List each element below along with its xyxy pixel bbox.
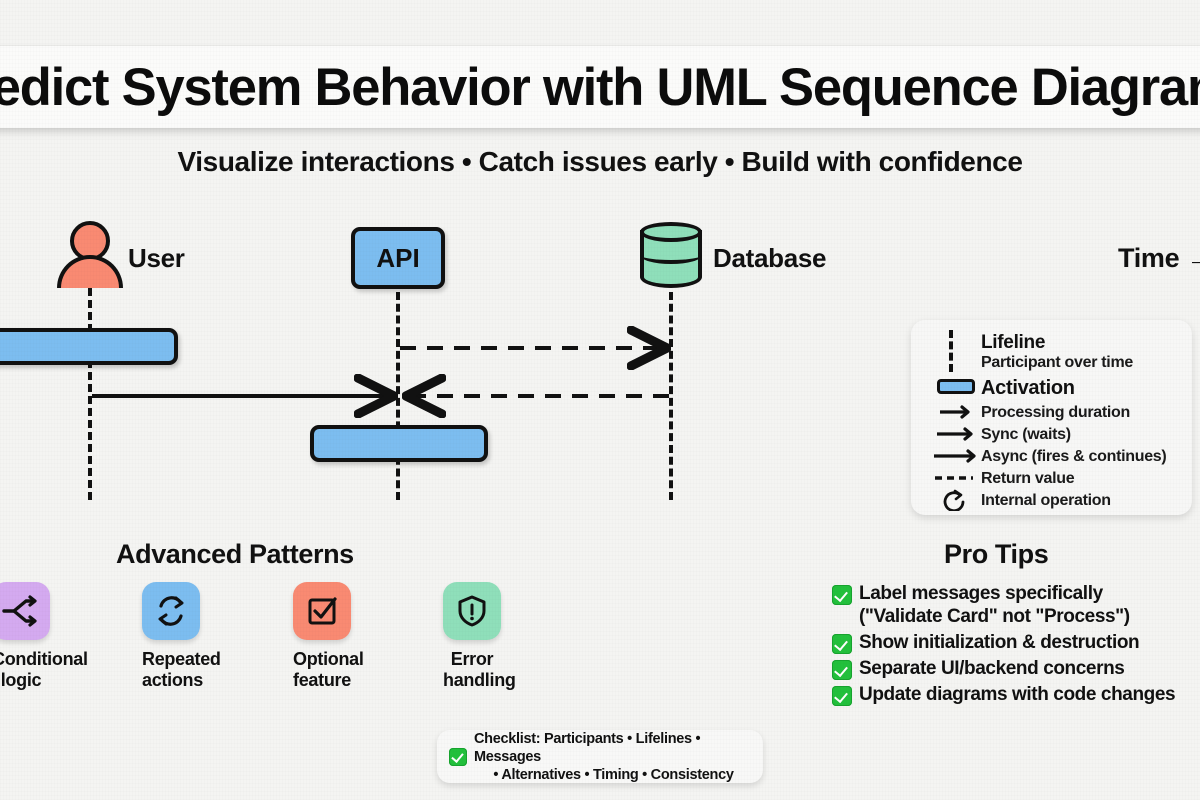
- pro-tip-line1: Show initialization & destruction: [859, 632, 1140, 653]
- legend-row-activation: Activation: [911, 378, 1192, 403]
- pattern-chip: [142, 582, 200, 640]
- database-cylinder-icon: [640, 222, 702, 294]
- pattern-caption: Error handling: [443, 649, 516, 691]
- dashed-vertical-line-icon: [933, 330, 981, 372]
- sequence-diagram: User API Database Time →: [0, 200, 1200, 520]
- pro-tip-line1: Update diagrams with code changes: [859, 684, 1176, 705]
- pattern-caption: Conditional logic: [0, 649, 88, 691]
- shield-alert-icon: [458, 595, 486, 627]
- legend-desc-internal: Internal operation: [981, 492, 1111, 509]
- pattern-chip: [443, 582, 501, 640]
- pattern-caption-line2: feature: [293, 670, 351, 690]
- dashed-arrow-icon: [933, 469, 981, 487]
- legend-row-lifeline: Lifeline Participant over time: [911, 330, 1192, 378]
- pattern-caption-line1: Error: [450, 649, 494, 669]
- check-icon: [832, 634, 852, 654]
- pattern-caption-line1: Repeated: [142, 649, 221, 669]
- check-icon: [832, 585, 852, 605]
- pattern-caption: Repeated actions: [142, 649, 221, 691]
- legend-desc-processing: Processing duration: [981, 404, 1130, 421]
- db-mid-ring: [640, 246, 702, 264]
- pattern-card-optional-feature[interactable]: Optional feature: [293, 582, 364, 691]
- check-icon: [832, 686, 852, 706]
- db-top-ellipse: [640, 222, 702, 242]
- pattern-card-error-handling[interactable]: Error handling: [443, 582, 516, 691]
- long-arrow-icon: [933, 447, 981, 465]
- legend-row-internal: Internal operation: [911, 489, 1192, 515]
- pro-tip-text: Label messages specifically ("Validate C…: [859, 582, 1130, 628]
- refresh-loop-icon: [158, 596, 184, 626]
- checklist-line2: • Alternatives • Timing • Consistency: [493, 766, 734, 783]
- pattern-card-repeated-actions[interactable]: Repeated actions: [142, 582, 221, 691]
- legend-card: Lifeline Participant over time Activatio…: [911, 320, 1192, 515]
- legend-desc-return: Return value: [981, 470, 1075, 487]
- pro-tip-item: Update diagrams with code changes: [832, 683, 1200, 706]
- pattern-caption-line1: Conditional: [0, 649, 88, 669]
- pattern-caption: Optional feature: [293, 649, 364, 691]
- messages-layer: [92, 200, 1200, 520]
- lifeline-api: [396, 292, 400, 500]
- participant-label-user: User: [128, 243, 185, 273]
- medium-arrow-icon: [933, 425, 981, 443]
- pattern-caption-line2: handling: [443, 670, 516, 690]
- legend-title-activation: Activation: [981, 377, 1075, 399]
- pro-tips-heading: Pro Tips: [944, 539, 1049, 569]
- activation-bar-api: [310, 425, 488, 462]
- title-banner: Predict System Behavior with UML Sequenc…: [0, 45, 1200, 128]
- page-title: Predict System Behavior with UML Sequenc…: [0, 57, 1200, 117]
- check-icon: [832, 660, 852, 680]
- pattern-chip: [0, 582, 50, 640]
- legend-row-processing: Processing duration: [911, 403, 1192, 425]
- pattern-chip: [293, 582, 351, 640]
- pattern-card-conditional-logic[interactable]: Conditional logic: [0, 582, 88, 691]
- activation-bar-user: [0, 328, 178, 365]
- legend-row-async: Async (fires & continues): [911, 447, 1192, 469]
- legend-title-lifeline: Lifeline: [981, 332, 1046, 353]
- legend-desc-lifeline: Participant over time: [981, 354, 1133, 371]
- circular-arrow-icon: [933, 489, 981, 513]
- pro-tips-list: Label messages specifically ("Validate C…: [832, 582, 1200, 709]
- participant-label-api: API: [376, 242, 420, 273]
- pro-tip-item: Label messages specifically ("Validate C…: [832, 582, 1200, 628]
- lifeline-database: [669, 292, 673, 500]
- legend-row-sync: Sync (waits): [911, 425, 1192, 447]
- subtitle: Visualize interactions • Catch issues ea…: [177, 146, 1023, 177]
- pro-tip-line1: Separate UI/backend concerns: [859, 658, 1125, 679]
- pro-tip-line2: ("Validate Card" not "Process"): [859, 606, 1130, 627]
- advanced-patterns-heading: Advanced Patterns: [116, 539, 354, 569]
- legend-desc-async: Async (fires & continues): [981, 448, 1167, 465]
- pro-tip-item: Separate UI/backend concerns: [832, 657, 1200, 680]
- branch-fork-icon: [2, 595, 37, 627]
- checklist-text: Checklist: Participants • Lifelines • Me…: [474, 730, 753, 784]
- legend-row-return: Return value: [911, 469, 1192, 491]
- participant-label-database: Database: [713, 243, 827, 273]
- legend-desc-sync: Sync (waits): [981, 426, 1071, 443]
- pattern-caption-line1: Optional: [293, 649, 364, 669]
- pro-tip-item: Show initialization & destruction: [832, 631, 1200, 654]
- time-axis-label: Time →: [1118, 243, 1200, 273]
- pro-tip-line1: Label messages specifically: [859, 583, 1103, 604]
- check-icon: [449, 747, 467, 766]
- pattern-caption-line2: logic: [0, 670, 42, 690]
- lifeline-user: [88, 288, 92, 500]
- api-box-icon: API: [351, 227, 445, 289]
- activation-bar-icon: [933, 378, 981, 396]
- checkbox-icon: [308, 597, 337, 625]
- checklist-pill: Checklist: Participants • Lifelines • Me…: [437, 730, 763, 783]
- pattern-caption-line2: actions: [142, 670, 203, 690]
- short-arrow-icon: [933, 403, 981, 421]
- checklist-line1: Checklist: Participants • Lifelines • Me…: [474, 730, 701, 765]
